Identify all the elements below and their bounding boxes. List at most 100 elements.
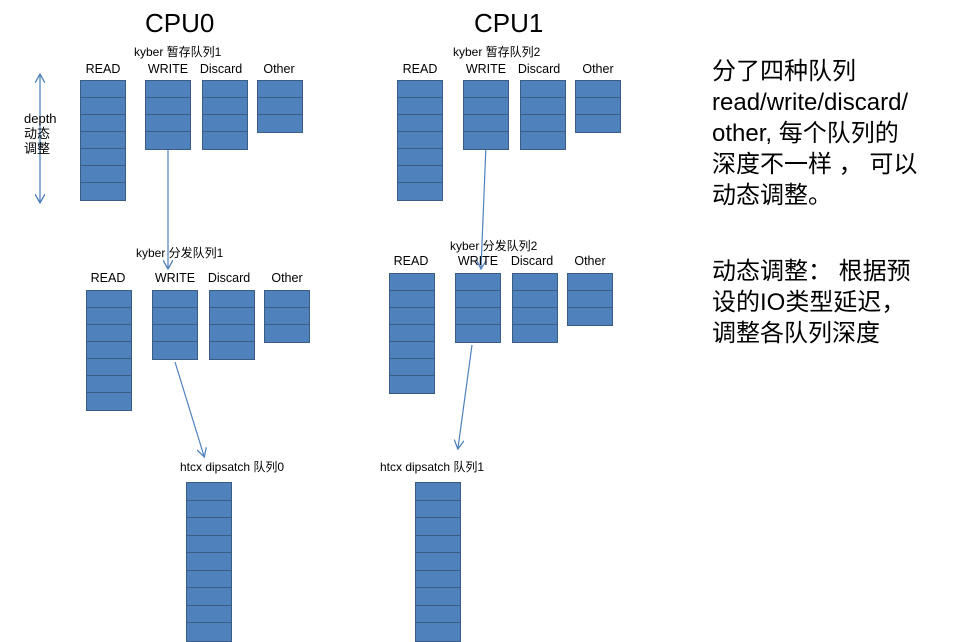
queue-slot [187,605,231,623]
cpu0-dispatch-write-label: WRITE [154,271,196,285]
queue-slot [416,535,460,553]
queue-slot [81,98,125,115]
queue-slot [390,325,434,342]
cpu0-staging-write-queue [145,80,191,150]
queue-slot [81,183,125,200]
queue-slot [146,132,190,149]
cpu1-staging-discard-queue [520,80,566,150]
cpu1-dispatch-other-queue [567,273,613,326]
cpu0-hctx-queue [186,482,232,642]
queue-slot [210,308,254,325]
cpu1-dispatch-write-queue [455,273,501,343]
cpu0-dispatch-other-queue [264,290,310,343]
queue-slot [464,115,508,132]
queue-slot [81,81,125,98]
description-line: 设的IO类型延迟， [712,289,906,316]
queue-slot [390,291,434,308]
queue-slot [265,325,309,342]
queue-slot [265,291,309,308]
queue-slot [398,166,442,183]
description-block: 分了四种队列 read/write/discard/ other, 每个队列的 … [712,56,974,211]
cpu0-dispatch-read-queue [86,290,132,411]
cpu1-dispatch-read-queue [389,273,435,394]
queue-slot [416,500,460,518]
queue-slot [416,605,460,623]
queue-slot [398,183,442,200]
queue-slot [568,308,612,325]
queue-slot [456,308,500,325]
queue-slot [87,342,131,359]
queue-slot [187,500,231,518]
cpu1-dispatch-discard-queue [512,273,558,343]
queue-slot [203,132,247,149]
cpu1-staging-write-label: WRITE [465,62,507,76]
queue-slot [146,98,190,115]
description-line: other, 每个队列的 [712,120,899,147]
cpu0-hctx-label: htcx dipsatch 队列0 [180,460,285,474]
queue-slot [203,81,247,98]
queue-slot [464,81,508,98]
queue-slot [203,98,247,115]
queue-slot [87,376,131,393]
cpu0-staging-label: kyber 暂存队列1 [134,45,222,59]
queue-slot [416,623,460,641]
queue-slot [568,274,612,291]
cpu1-dispatch-other-label: Other [574,254,606,268]
cpu0-dispatch-discard-queue [209,290,255,360]
queue-slot [390,308,434,325]
queue-slot [576,115,620,132]
cpu0-dispatch-label: kyber 分发队列1 [136,246,224,260]
queue-slot [87,393,131,410]
cpu0-staging-other-label: Other [263,62,295,76]
cpu0-staging-other-queue [257,80,303,133]
cpu0-dispatch-write-queue [152,290,198,360]
cpu0-dispatch-discard-label: Discard [207,271,251,285]
queue-slot [81,166,125,183]
queue-slot [258,98,302,115]
queue-slot [456,274,500,291]
cpu0-staging-read-label: READ [85,62,121,76]
queue-slot [456,325,500,342]
queue-slot [456,291,500,308]
queue-slot [390,274,434,291]
queue-slot [81,115,125,132]
queue-slot [187,535,231,553]
queue-slot [87,291,131,308]
cpu1-staging-read-label: READ [402,62,438,76]
cpu1-dispatch-read-label: READ [393,254,429,268]
description-line: 动态调整： 根据预 [712,258,911,285]
queue-slot [87,308,131,325]
cpu1-hctx-queue [415,482,461,642]
queue-slot [568,291,612,308]
queue-slot [265,308,309,325]
cpu0-staging-discard-label: Discard [199,62,243,76]
queue-slot [153,308,197,325]
queue-slot [87,359,131,376]
queue-slot [187,553,231,571]
queue-slot [258,115,302,132]
depth-label: depth 动态 调整 [24,111,57,156]
description-line: read/write/discard/ [712,89,909,116]
queue-slot [521,115,565,132]
queue-slot [187,623,231,641]
cpu0-staging-read-queue [80,80,126,201]
queue-slot [390,359,434,376]
queue-slot [153,291,197,308]
queue-slot [146,115,190,132]
queue-slot [210,342,254,359]
cpu1-write-to-dispatch-arrow [481,144,487,268]
queue-slot [81,149,125,166]
queue-slot [513,325,557,342]
queue-slot [464,98,508,115]
cpu1-title: CPU1 [474,8,544,38]
cpu1-dispatch-to-hctx-arrow [458,344,473,448]
cpu1-staging-write-queue [463,80,509,150]
queue-slot [521,81,565,98]
queue-slot [521,132,565,149]
queue-slot [398,149,442,166]
queue-slot [390,376,434,393]
queue-slot [398,98,442,115]
cpu0-dispatch-to-hctx-arrow [174,361,204,456]
queue-slot [398,115,442,132]
